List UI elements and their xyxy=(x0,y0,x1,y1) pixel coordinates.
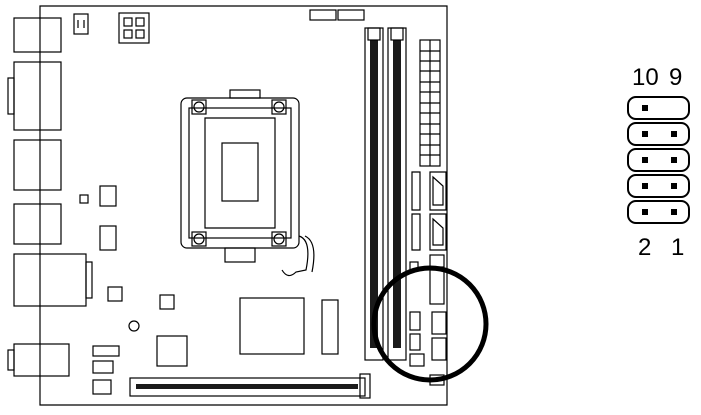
pin-5 xyxy=(671,157,677,163)
pin-3 xyxy=(671,183,677,189)
header-pinout xyxy=(627,96,690,224)
pin-label-2: 2 xyxy=(638,234,652,261)
misc-components xyxy=(79,185,339,395)
pin-label-1: 1 xyxy=(671,234,685,261)
sata-connectors xyxy=(411,171,447,251)
top-fan-headers xyxy=(309,9,365,21)
pin-dots xyxy=(642,105,677,215)
pin-2 xyxy=(642,209,648,215)
pin-6 xyxy=(642,157,648,163)
pin-9 xyxy=(642,105,648,111)
pin-8 xyxy=(642,131,648,137)
pin-4 xyxy=(642,183,648,189)
dimm-slots xyxy=(364,27,407,361)
front-panel-area-headers xyxy=(409,254,447,386)
atx-24pin-connector xyxy=(419,39,441,167)
highlight-circle xyxy=(371,265,489,383)
pcie-slot xyxy=(129,373,371,399)
cpu-socket xyxy=(180,89,315,277)
pin-label-9: 9 xyxy=(669,64,683,91)
pin-label-10: 10 xyxy=(632,64,659,91)
fan-header xyxy=(73,13,89,35)
pin-7 xyxy=(671,131,677,137)
rear-io-ports xyxy=(7,17,93,377)
board-outline xyxy=(39,5,448,406)
atx12v-connector xyxy=(118,12,150,44)
pin-1 xyxy=(671,209,677,215)
